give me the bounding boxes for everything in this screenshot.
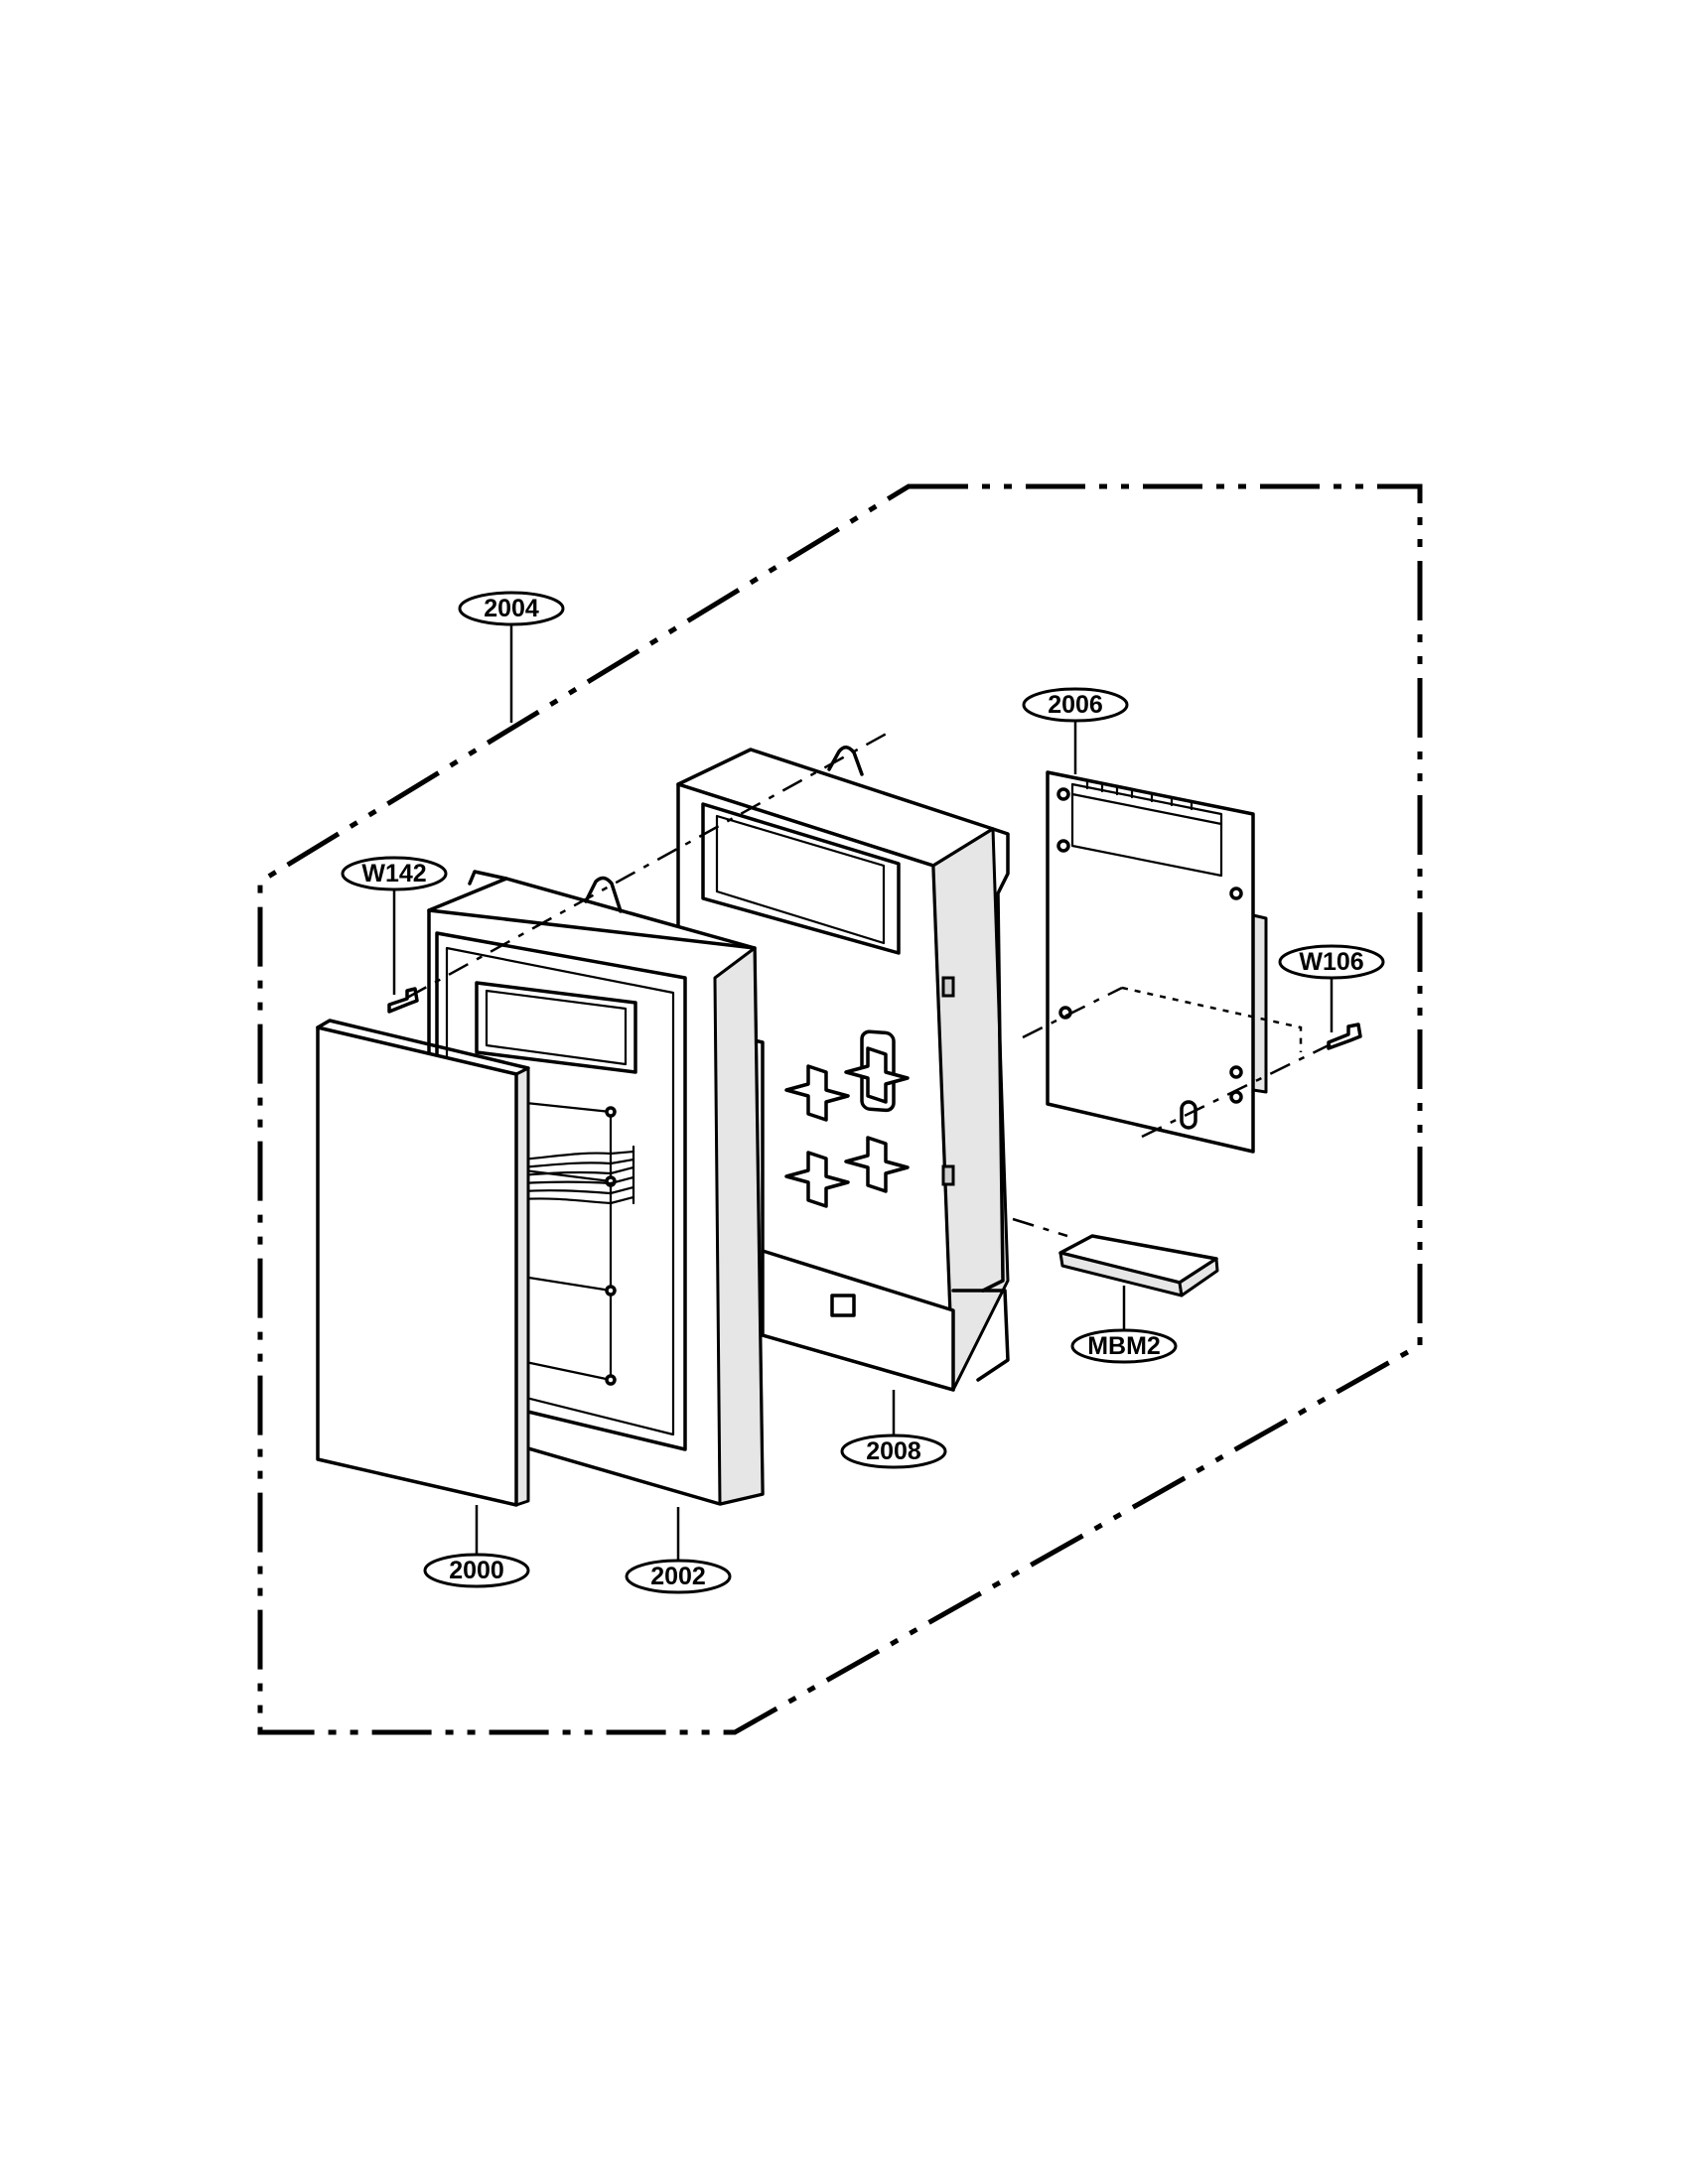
svg-text:2002: 2002	[650, 1563, 706, 1590]
screw-icon	[1327, 1023, 1362, 1050]
callout-2006: 2006	[1022, 687, 1129, 723]
callout-MBM2: MBM2	[1070, 1328, 1178, 1364]
svg-text:2000: 2000	[449, 1557, 504, 1584]
svg-text:MBM2: MBM2	[1087, 1332, 1161, 1360]
pcb-part-2006	[1046, 770, 1268, 1154]
svg-text:2006: 2006	[1048, 691, 1103, 719]
callout-W106: W106	[1278, 944, 1385, 980]
module-part-MBM2	[1058, 1234, 1219, 1297]
assembly-guide-lines	[406, 728, 1332, 1238]
callout-2000: 2000	[423, 1553, 530, 1588]
cover-part-2000	[316, 1019, 530, 1507]
svg-text:2008: 2008	[866, 1437, 921, 1465]
callout-2002: 2002	[625, 1559, 732, 1594]
svg-text:2004: 2004	[484, 595, 539, 622]
callout-2004: 2004	[458, 591, 565, 626]
leader-lines	[392, 623, 1334, 1561]
svg-text:W142: W142	[361, 860, 426, 887]
svg-text:W106: W106	[1299, 948, 1363, 976]
chassis-part-2008	[676, 746, 1010, 1392]
assembly-boundary	[257, 483, 1423, 1735]
callout-W142: W142	[341, 856, 448, 891]
callout-2008: 2008	[840, 1433, 947, 1469]
